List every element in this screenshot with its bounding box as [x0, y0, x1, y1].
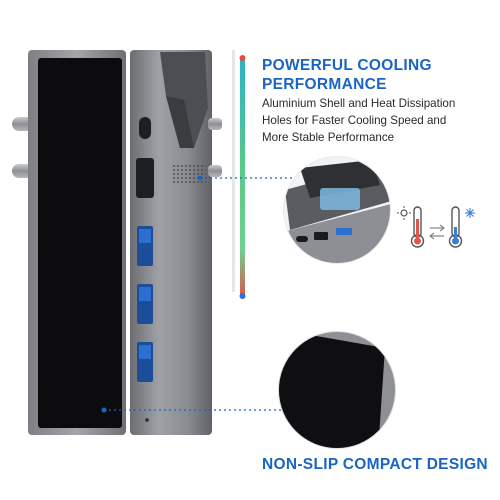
thermometer-sun-icon [397, 206, 425, 248]
cooling-title-line2: PERFORMANCE [262, 76, 387, 93]
zoom-pad-detail [278, 331, 396, 449]
cooling-desc-line3: More Stable Performance [262, 131, 395, 144]
zoom-laptop-detail [283, 156, 391, 264]
non-slip-title: NON-SLIP COMPACT DESIGN [262, 456, 488, 473]
usb-c-port [139, 117, 151, 139]
cooling-gradient-bar [232, 50, 246, 299]
swap-arrows-icon [429, 224, 445, 240]
cooling-desc-line2: Holes for Faster Cooling Speed and [262, 114, 447, 127]
hub-back-side [28, 50, 126, 435]
thermometer-snow-icon [448, 206, 475, 248]
cooling-desc-line1: Aluminium Shell and Heat Dissipation [262, 97, 456, 110]
cooling-title: POWERFUL COOLING PERFORMANCE [262, 56, 432, 94]
hdmi-port [136, 158, 154, 198]
cooling-title-line1: POWERFUL COOLING [262, 57, 432, 74]
hub-port-side [130, 50, 222, 435]
status-led [145, 418, 149, 422]
cooling-description: Aluminium Shell and Heat Dissipation Hol… [262, 95, 455, 146]
